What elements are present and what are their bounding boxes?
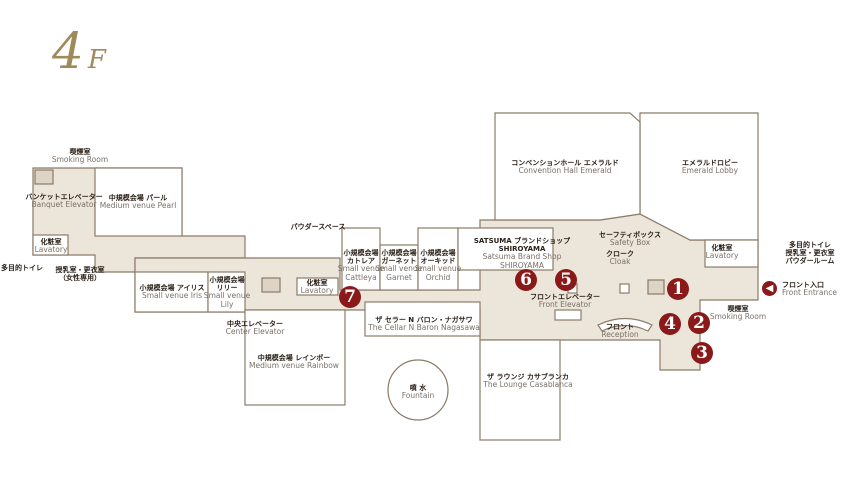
marker-1[interactable]: 1 [667, 278, 689, 300]
stairs-mid [261, 277, 281, 293]
room-garnet [379, 244, 419, 291]
entrance-arrow-icon: ◀ [762, 281, 777, 296]
marker-2[interactable]: 2 [688, 312, 710, 334]
marker-6[interactable]: 6 [515, 269, 537, 291]
room-satsuma [457, 227, 554, 271]
stairs-left [34, 169, 54, 185]
room-lounge [479, 339, 561, 441]
room-cellar [364, 301, 481, 337]
room-lavatory-left [32, 234, 69, 256]
room-iris [134, 271, 209, 313]
room-lavatory-right [704, 239, 759, 268]
marker-3[interactable]: 3 [691, 342, 713, 364]
room-rainbow [244, 309, 346, 406]
marker-4[interactable]: 4 [659, 313, 681, 335]
emerald-lobby [639, 112, 759, 241]
room-lily [207, 271, 246, 313]
marker-7[interactable]: 7 [339, 286, 361, 308]
room-pearl [94, 167, 183, 237]
room-convention [494, 112, 641, 221]
room-lavatory-mid [296, 277, 339, 296]
reception-desk [597, 317, 653, 332]
marker-5[interactable]: 5 [555, 269, 577, 291]
label-multi-right: 多目的トイレ授乳室・更衣室パウダールーム [785, 241, 835, 266]
fountain [387, 359, 449, 421]
label-nursing-left: 授乳室・更衣室（女性専用） [55, 266, 105, 283]
room-orchid [417, 227, 459, 291]
stairs-right [647, 279, 665, 295]
front-elevator [554, 309, 582, 321]
elevator-b [619, 283, 630, 294]
label-multi-toilet-left: 多目的トイレ [1, 264, 43, 272]
label-powder-space: パウダースペース [290, 223, 346, 231]
